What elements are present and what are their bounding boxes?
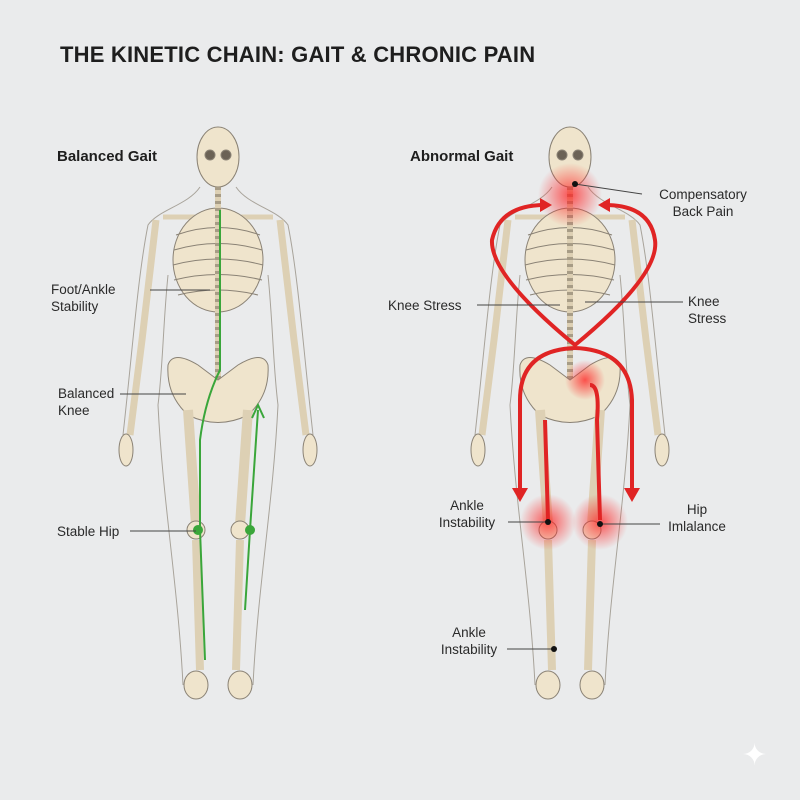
- neck-pain-glow: [538, 163, 602, 227]
- label-hip-imbalance: Hip Imlalance: [668, 502, 726, 534]
- leader-lines: [120, 183, 683, 650]
- label-foot-ankle-stability: Foot/Ankle Stability: [51, 282, 116, 314]
- abnormal-gait-heading: Abnormal Gait: [410, 148, 514, 165]
- sacrum-pain-glow: [565, 360, 605, 400]
- label-balanced-knee: Balanced Knee: [58, 386, 115, 418]
- sparkle-icon: ✦: [742, 739, 768, 772]
- label-knee-stress-left: Knee Stress: [388, 298, 462, 313]
- label-compensatory-back-pain: Compensatory Back Pain: [659, 187, 747, 219]
- arrowheads: [512, 198, 640, 502]
- leader-dots: [545, 181, 603, 652]
- balanced-chain-lines: [193, 210, 265, 661]
- label-stable-hip: Stable Hip: [57, 524, 120, 539]
- page-title: THE KINETIC CHAIN: GAIT & CHRONIC PAIN: [60, 42, 536, 67]
- balanced-gait-heading: Balanced Gait: [57, 148, 158, 165]
- abnormal-chain-arrows: [489, 203, 658, 521]
- label-ankle-instability-lower: Ankle Instability: [440, 625, 498, 657]
- balanced-skeleton: [119, 127, 317, 699]
- label-ankle-instability-upper: Ankle Instability: [438, 498, 496, 530]
- label-knee-stress-right: Knee Stress: [688, 294, 727, 326]
